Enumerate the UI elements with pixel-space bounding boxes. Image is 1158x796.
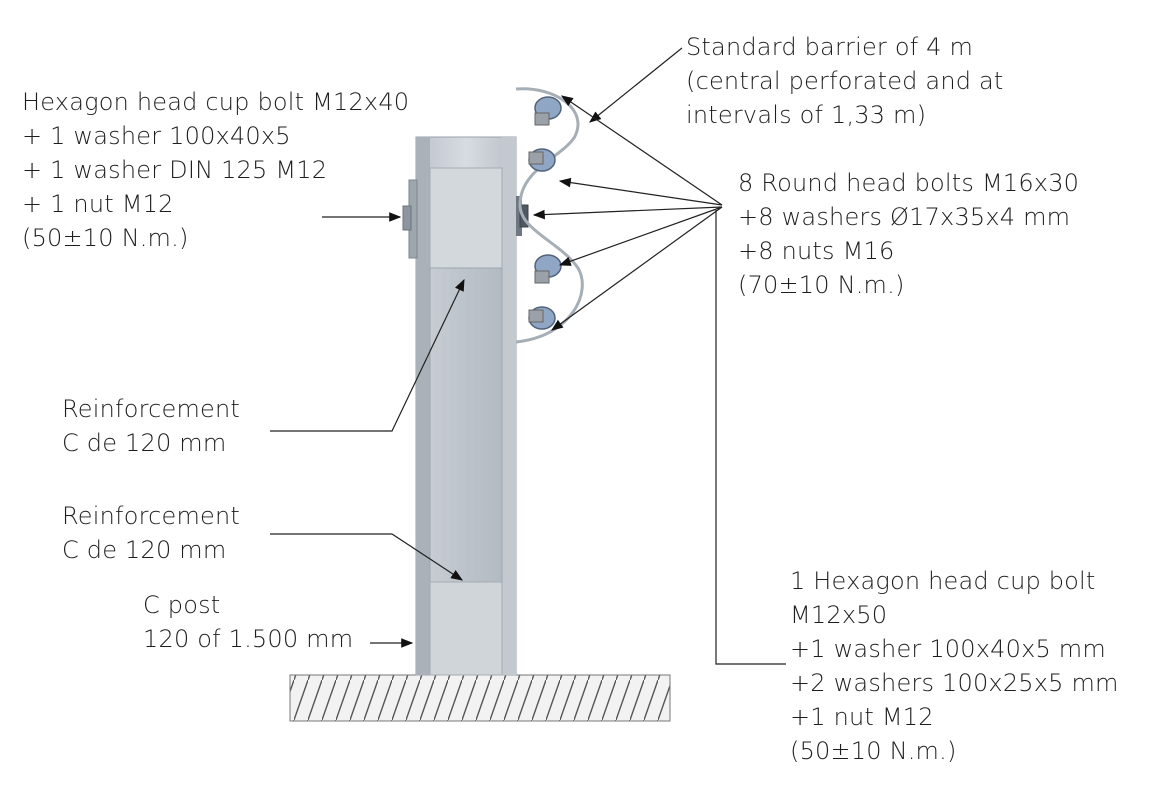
label-cup-bolt-bottom: 1 Hexagon head cup bolt M12x50 +1 washer… [790,564,1119,768]
label-line: +8 washers Ø17x35x4 mm [738,203,1071,231]
leader-round-bolt-3 [532,206,723,220]
leader-reinforcement-2 [270,533,464,581]
round-head-bolts [528,96,562,330]
label-line: (central perforated and at [686,67,1004,95]
leader-round-bolt-1 [561,95,723,206]
label-line: 120 of 1.500 mm [143,625,354,653]
label-line: C post [143,591,221,619]
label-line: (70±10 N.m.) [738,271,905,299]
label-line: 1 Hexagon head cup bolt [790,567,1096,595]
leader-cup-bolt-bottom [715,210,786,665]
leader-lines [270,47,786,665]
label-line: C de 120 mm [62,429,227,457]
label-post: C post 120 of 1.500 mm [143,588,353,656]
label-line: Reinforcement [62,395,241,423]
leader-round-bolt-2 [558,177,723,206]
label-reinforcement-2: Reinforcement C de 120 mm [62,499,240,567]
label-line: +2 washers 100x25x5 mm [790,669,1119,697]
leader-reinforcement-1 [270,278,465,432]
label-round-bolts: 8 Round head bolts M16x30 +8 washers Ø17… [738,166,1079,302]
label-barrier: Standard barrier of 4 m (central perfora… [686,30,1004,132]
leader-barrier [589,47,683,123]
reinforcement-channel [429,167,503,676]
label-line: C de 120 mm [62,536,227,564]
label-cup-bolt-top: Hexagon head cup bolt M12x40 + 1 washer … [22,85,409,255]
cup-bolt-left [402,179,418,259]
leader-round-bolt-5 [551,206,723,331]
label-line: M12x50 [790,601,888,629]
label-line: + 1 washer DIN 125 M12 [22,156,328,184]
label-line: + 1 washer 100x40x5 [22,122,291,150]
label-line: 8 Round head bolts M16x30 [738,169,1080,197]
leader-round-bolt-4 [558,206,723,266]
label-line: +1 washer 100x40x5 mm [790,635,1106,663]
label-reinforcement-1: Reinforcement C de 120 mm [62,392,240,460]
label-line: Reinforcement [62,502,241,530]
label-line: Hexagon head cup bolt M12x40 [22,88,410,116]
label-line: +8 nuts M16 [738,237,895,265]
label-line: + 1 nut M12 [22,190,174,218]
label-line: (50±10 N.m.) [22,224,189,252]
label-line: Standard barrier of 4 m [686,33,974,61]
ground-foundation [289,674,671,722]
w-beam-barrier [515,87,584,344]
label-line: (50±10 N.m.) [790,737,957,765]
label-line: intervals of 1,33 m) [686,101,927,129]
label-line: +1 nut M12 [790,703,934,731]
